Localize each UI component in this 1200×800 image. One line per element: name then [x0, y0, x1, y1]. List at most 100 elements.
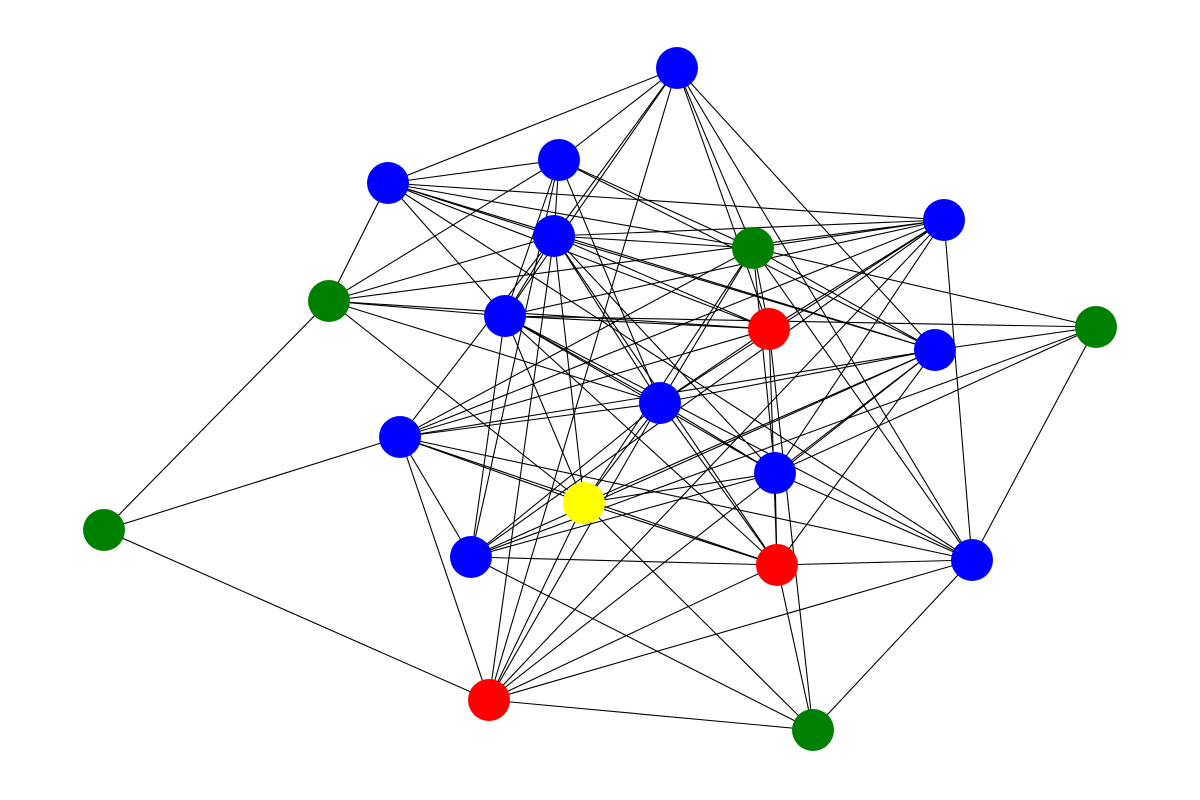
- edge-n1-n7: [558, 159, 661, 404]
- edge-n16-n6: [752, 247, 936, 351]
- edge-n7-n9: [659, 402, 776, 474]
- edge-n14-n5: [504, 315, 770, 330]
- edge-n16-n17: [752, 247, 1097, 328]
- edge-n7-n13: [659, 402, 778, 566]
- edge-n5-n17: [504, 315, 1097, 328]
- edge-n12-n19: [488, 699, 814, 731]
- edge-n6-n7: [659, 349, 936, 404]
- edge-n20-n13: [583, 502, 778, 566]
- edge-n17-n10: [470, 326, 1097, 558]
- edge-n3-n8: [399, 235, 555, 438]
- node-n4: [923, 199, 965, 241]
- edge-n3-n14: [553, 235, 770, 330]
- edge-n0-n1: [558, 67, 678, 161]
- edge-n7-n12: [488, 402, 661, 701]
- edge-n4-n12: [488, 219, 945, 701]
- edge-n13-n12: [488, 564, 778, 701]
- edge-n4-n10: [470, 219, 945, 558]
- edge-n10-n13: [470, 556, 778, 566]
- edge-n5-n10: [470, 315, 506, 558]
- node-n3: [533, 215, 575, 257]
- node-n11: [951, 539, 993, 581]
- edge-n5-n13: [504, 315, 778, 566]
- edge-n10-n8: [399, 436, 472, 558]
- edge-n17-n11: [971, 326, 1097, 561]
- edge-n20-n12: [488, 502, 585, 701]
- edge-n16-n20: [583, 247, 754, 504]
- node-n20: [563, 482, 605, 524]
- edge-n0-n2: [387, 67, 678, 184]
- edge-n15-n14: [328, 300, 770, 330]
- edge-n18-n12: [103, 529, 490, 701]
- edge-n3-n9: [553, 235, 776, 474]
- edge-n20-n19: [583, 502, 814, 731]
- node-n14: [748, 308, 790, 350]
- edge-n9-n11: [774, 472, 973, 561]
- node-n18: [83, 509, 125, 551]
- node-n10: [450, 536, 492, 578]
- edge-n20-n8: [399, 436, 585, 504]
- edge-n4-n7: [659, 219, 945, 404]
- edge-n4-n9: [774, 219, 945, 474]
- edge-n8-n12: [399, 436, 490, 701]
- edge-n0-n11: [676, 67, 973, 561]
- edge-n16-n9: [752, 247, 776, 474]
- edge-n7-n10: [470, 402, 661, 558]
- edge-n9-n20: [583, 472, 776, 504]
- edge-n14-n19: [768, 328, 814, 731]
- edge-n2-n16: [387, 182, 754, 249]
- edge-n5-n11: [504, 315, 973, 561]
- edge-n2-n5: [387, 182, 506, 317]
- edge-n1-n16: [558, 159, 754, 249]
- edge-n1-n15: [328, 159, 560, 302]
- edge-n3-n16: [553, 235, 754, 249]
- edge-n8-n11: [399, 436, 973, 561]
- edge-n6-n13: [776, 349, 936, 566]
- node-n19: [792, 709, 834, 751]
- node-n1: [538, 139, 580, 181]
- edge-n0-n6: [676, 67, 936, 351]
- edge-n4-n5: [504, 219, 945, 317]
- node-n0: [656, 47, 698, 89]
- edge-n14-n7: [659, 328, 770, 404]
- edge-n15-n20: [328, 300, 585, 504]
- edge-n3-n7: [553, 235, 661, 404]
- node-n13: [756, 544, 798, 586]
- edge-n0-n16: [676, 67, 754, 249]
- edge-n17-n9: [774, 326, 1097, 474]
- edge-n15-n5: [328, 300, 506, 317]
- node-n7: [639, 382, 681, 424]
- edge-n4-n8: [399, 219, 945, 438]
- edge-n2-n14: [387, 182, 770, 330]
- edge-n0-n14: [676, 67, 770, 330]
- edge-n13-n19: [776, 564, 814, 731]
- node-n5: [484, 295, 526, 337]
- node-n8: [379, 416, 421, 458]
- node-n17: [1075, 306, 1117, 348]
- edge-n16-n8: [399, 247, 754, 438]
- node-n15: [308, 280, 350, 322]
- edge-n3-n12: [488, 235, 555, 701]
- edge-n16-n11: [752, 247, 973, 561]
- node-n6: [914, 329, 956, 371]
- edge-n18-n15: [103, 300, 330, 531]
- edge-n3-n6: [553, 235, 936, 351]
- edge-n7-n8: [399, 402, 661, 438]
- node-n2: [367, 162, 409, 204]
- edge-n6-n12: [488, 349, 936, 701]
- edge-n5-n9: [504, 315, 776, 474]
- edge-n11-n19: [812, 559, 973, 731]
- edge-layer: [103, 67, 1097, 731]
- edge-n12-n11: [488, 559, 973, 701]
- edge-n15-n3: [328, 235, 555, 302]
- node-layer: [83, 47, 1117, 751]
- edge-n8-n18: [103, 436, 401, 531]
- node-n16: [732, 227, 774, 269]
- edge-n6-n17: [934, 326, 1097, 351]
- edge-n14-n8: [399, 328, 770, 438]
- edge-n2-n4: [387, 182, 945, 221]
- edge-n6-n20: [583, 349, 936, 504]
- node-n12: [468, 679, 510, 721]
- node-n9: [754, 452, 796, 494]
